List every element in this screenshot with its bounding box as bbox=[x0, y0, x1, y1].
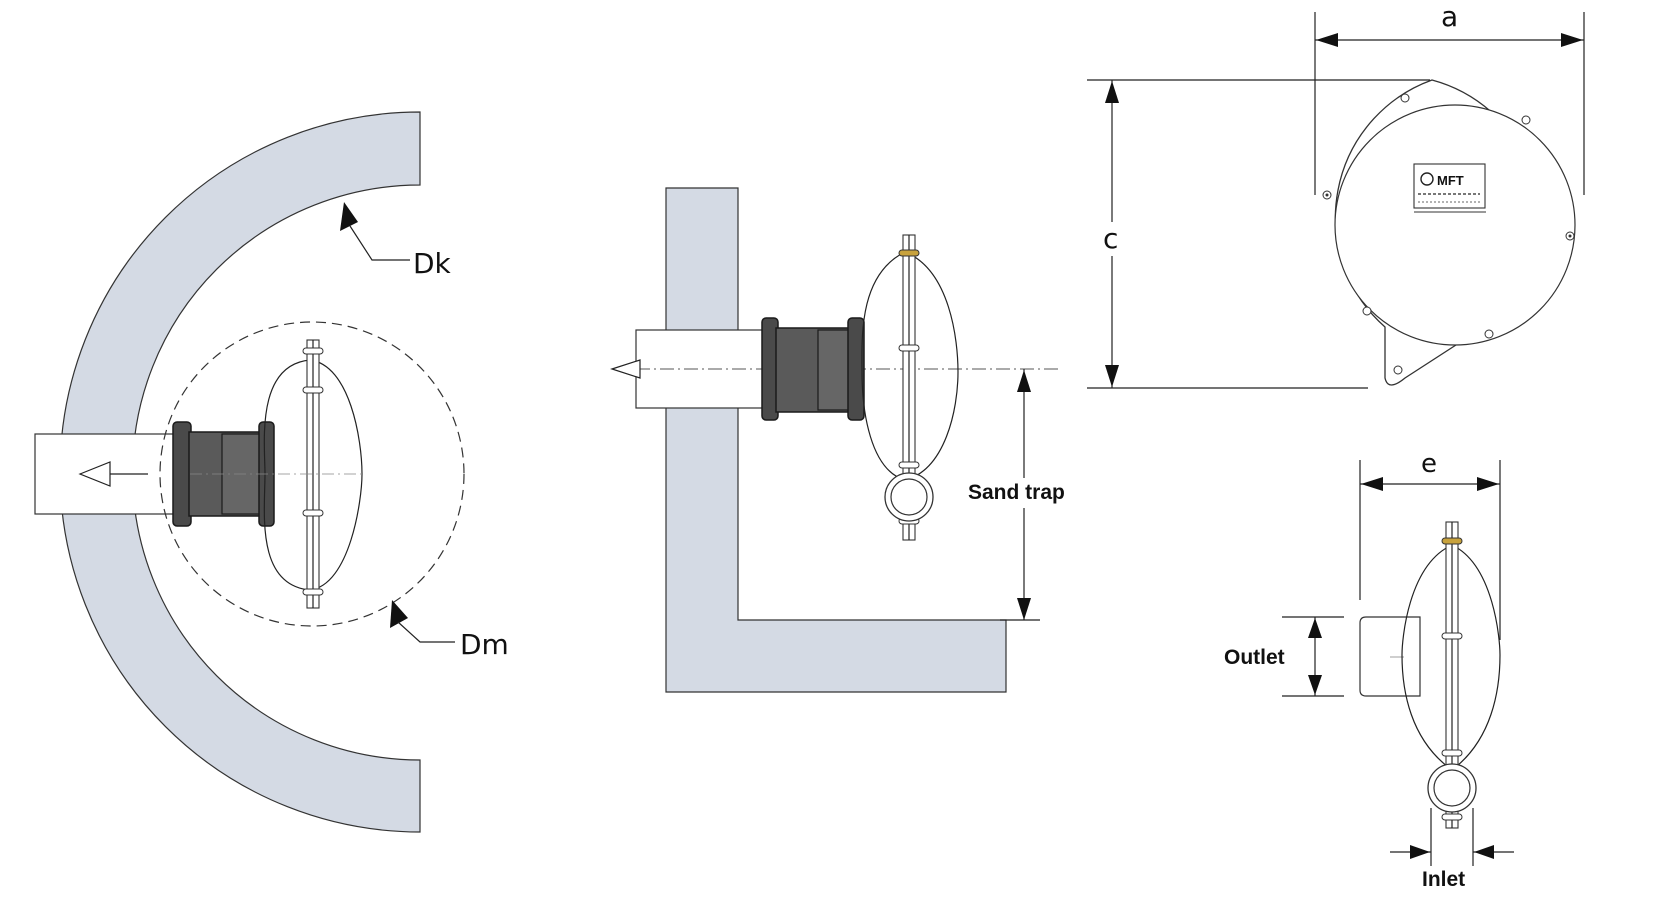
side-view-group: Sand trap bbox=[610, 187, 1083, 693]
dm-arrow-icon bbox=[390, 600, 408, 628]
dk-arrow-icon bbox=[340, 202, 358, 231]
label-dm: Dm bbox=[460, 628, 509, 661]
front-view-group: MFT a c bbox=[1087, 0, 1585, 389]
label-outlet: Outlet bbox=[1224, 646, 1285, 669]
top-view-group: Dk Dm bbox=[34, 111, 509, 833]
label-c: c bbox=[1103, 222, 1118, 255]
label-e: e bbox=[1421, 449, 1437, 479]
label-logo: MFT bbox=[1437, 173, 1464, 188]
label-a: a bbox=[1441, 0, 1458, 33]
detail-outlet-stub bbox=[1359, 616, 1421, 697]
dm-circle bbox=[159, 321, 465, 627]
nameplate bbox=[1413, 163, 1486, 209]
flow-arrow-icon bbox=[78, 461, 111, 487]
front-inner-circle bbox=[1334, 104, 1576, 346]
label-sand-trap: Sand trap bbox=[968, 481, 1065, 504]
side-flow-arrow-icon bbox=[610, 359, 641, 379]
label-inlet: Inlet bbox=[1422, 868, 1465, 891]
chamber-wall bbox=[665, 187, 1007, 693]
mft-logo-icon bbox=[1420, 172, 1434, 186]
label-dk: Dk bbox=[413, 247, 452, 280]
side-detail-group: e Outlet Inlet bbox=[1222, 449, 1514, 891]
